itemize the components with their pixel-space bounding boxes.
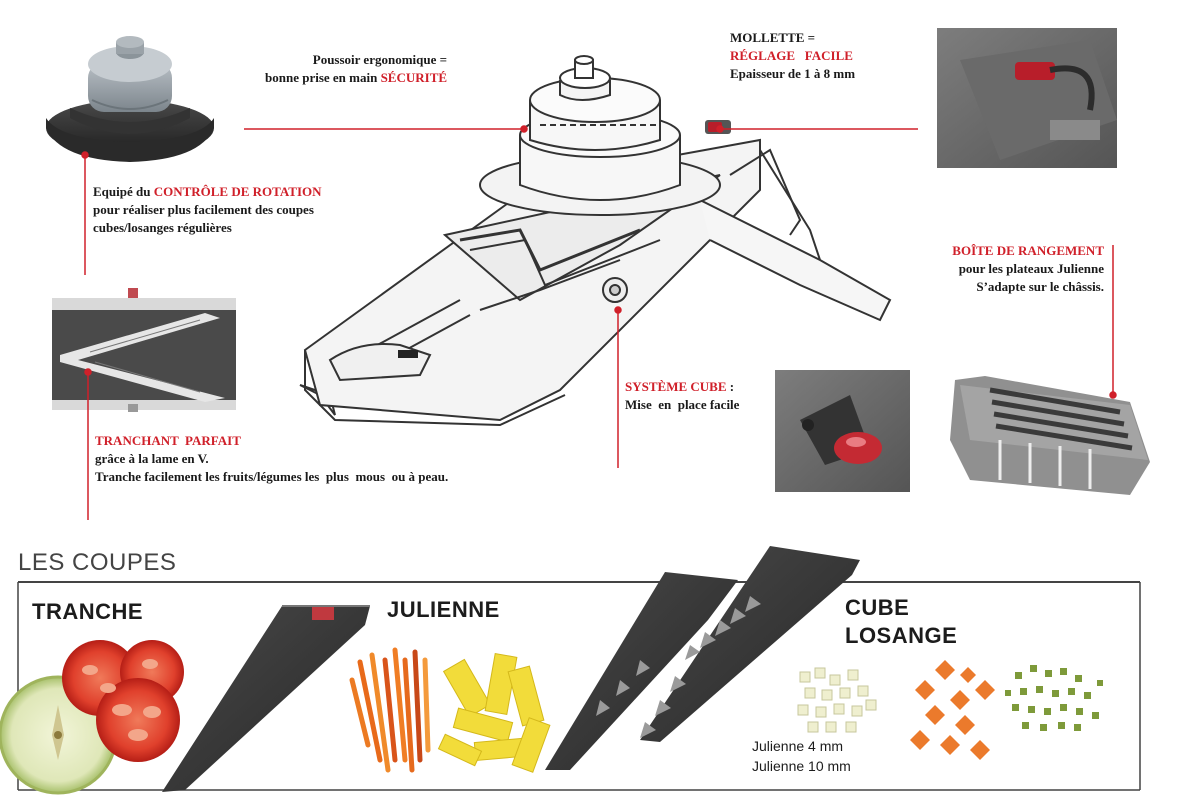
storage-callout-accent: BOÎTE DE RANGEMENT	[952, 243, 1104, 258]
rotation-callout-line1: Equipé du CONTRÔLE DE ROTATION	[93, 184, 322, 199]
coupes-title: LES COUPES	[18, 549, 185, 577]
cube-system-callout-accent: SYSTÈME CUBE	[625, 379, 727, 394]
dial-callout-line1: MOLLETTE =	[730, 30, 816, 45]
julienne-plates	[545, 546, 860, 770]
cube-system-callout: SYSTÈME CUBE : Mise en place facile	[625, 378, 739, 414]
rotation-callout: Equipé du CONTRÔLE DE ROTATION pour réal…	[93, 183, 322, 237]
storage-callout-line2: pour les plateaux Julienne	[958, 261, 1104, 276]
diced-vegetables	[1005, 665, 1103, 731]
storage-callout: BOÎTE DE RANGEMENT pour les plateaux Jul…	[952, 242, 1104, 296]
cube-vegetables	[797, 667, 877, 733]
storage-box-image	[950, 376, 1150, 495]
pusher-callout-line1: Poussoir ergonomique =	[312, 52, 448, 67]
adjust-dial-image	[937, 28, 1117, 168]
cube-system-callout-line2: Mise en place facile	[625, 397, 740, 412]
cut-label-losange: LOSANGE	[845, 623, 958, 648]
blade-callout-line3: Tranche facilement les fruits/légumes le…	[95, 469, 449, 484]
julienne-4mm-note: Julienne 4 mm	[752, 738, 844, 754]
callout-lines	[81, 125, 1117, 520]
dial-callout-accent: RÉGLAGE FACILE	[730, 48, 853, 63]
mandoline-drawing	[299, 55, 892, 427]
dial-callout: MOLLETTE = RÉGLAGE FACILE Epaisseur de 1…	[730, 29, 855, 83]
slicing-plate	[162, 605, 370, 792]
storage-callout-line3: S’adapte sur le châssis.	[976, 279, 1104, 294]
lozenge-carrots	[910, 660, 995, 760]
dial-callout-line3: Epaisseur de 1 à 8 mm	[730, 66, 856, 81]
cut-label-julienne: JULIENNE	[387, 597, 500, 622]
pusher-callout-line2: bonne prise en main SÉCURITÉ	[265, 70, 448, 85]
coupes-frame	[17, 581, 1141, 791]
cube-system-callout-line1: SYSTÈME CUBE :	[625, 379, 735, 394]
julienne-10mm-note: Julienne 10 mm	[752, 758, 851, 774]
cut-label-cube: CUBE	[845, 595, 910, 620]
blade-callout-line2: grâce à la lame en V.	[95, 451, 209, 466]
cube-system-knob-image	[775, 370, 910, 492]
blade-callout: TRANCHANT PARFAIT grâce à la lame en V. …	[95, 432, 448, 486]
blade-callout-accent: TRANCHANT PARFAIT	[95, 433, 241, 448]
rotation-callout-line3: cubes/losanges régulières	[93, 220, 232, 235]
rotation-callout-accent: CONTRÔLE DE ROTATION	[153, 184, 322, 199]
pepper-julienne	[437, 652, 551, 773]
tomato-slices	[62, 640, 184, 762]
pusher-knob-image	[46, 36, 214, 162]
rotation-callout-line2: pour réaliser plus facilement des coupes	[93, 202, 314, 217]
cut-label-tranche: TRANCHE	[32, 599, 144, 624]
pusher-callout-accent: SÉCURITÉ	[380, 70, 448, 85]
carrot-julienne	[349, 647, 431, 773]
v-blade-image	[52, 288, 236, 412]
pusher-callout: Poussoir ergonomique = bonne prise en ma…	[265, 51, 447, 87]
